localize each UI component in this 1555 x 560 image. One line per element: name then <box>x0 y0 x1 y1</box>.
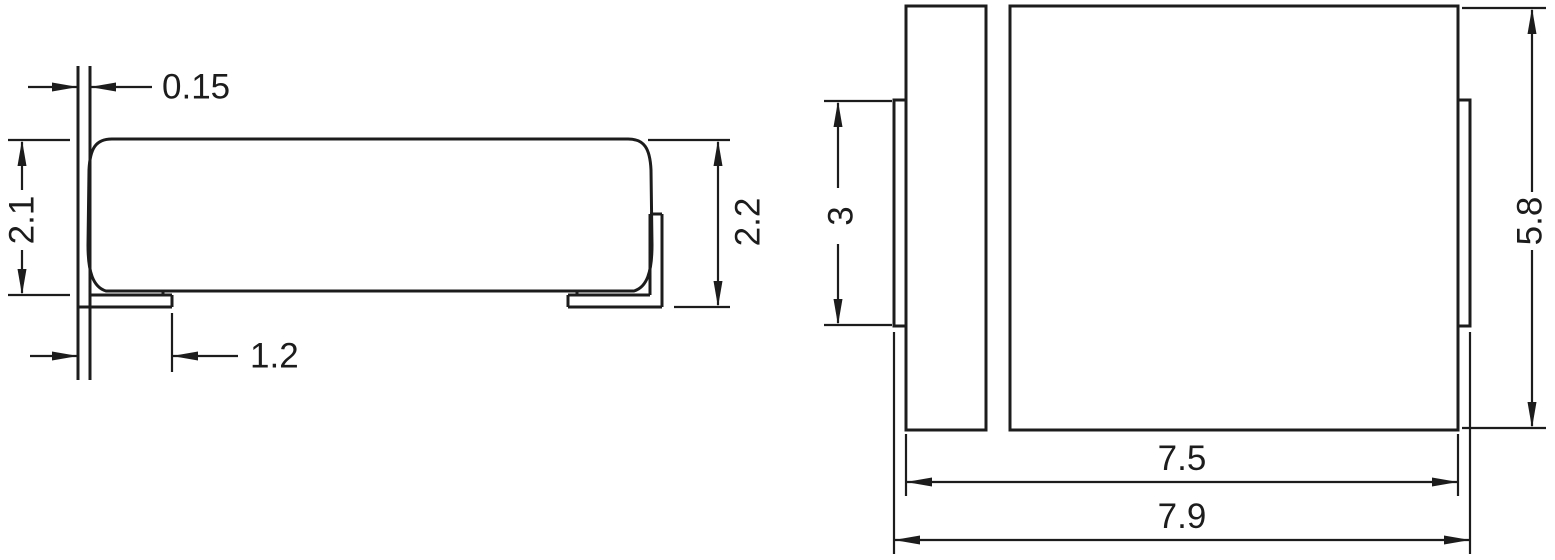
arrowhead-up-icon <box>17 140 27 166</box>
dimension-overall-width: 7.9 <box>892 332 1472 554</box>
arrowhead-down-icon <box>1527 402 1537 428</box>
arrowhead-right-icon <box>1432 477 1458 487</box>
front-view-body <box>1008 4 1460 432</box>
dimension-label: 7.5 <box>1158 439 1207 478</box>
arrowhead-up-icon <box>1527 8 1537 34</box>
side-view-left-terminal <box>76 66 174 380</box>
arrowhead-down-icon <box>17 269 27 295</box>
dimension-label: 3 <box>822 206 861 225</box>
dimension-body-width: 7.5 <box>904 434 1460 496</box>
dimension-label: 1.2 <box>250 337 299 376</box>
dimension-label: 2.1 <box>3 196 42 245</box>
dimension-overall-height-front: 5.8 <box>1462 6 1550 430</box>
arrowhead-down-icon <box>833 299 843 325</box>
arrowhead-right-icon <box>52 351 78 361</box>
arrowhead-left-icon <box>90 82 116 92</box>
arrowhead-right-icon <box>1444 535 1470 545</box>
arrowhead-left-icon <box>172 351 198 361</box>
arrowhead-up-icon <box>833 101 843 127</box>
arrowhead-left-icon <box>894 535 920 545</box>
side-view-right-terminal <box>566 212 664 309</box>
dimension-label: 2.2 <box>729 198 768 247</box>
dimension-label: 7.9 <box>1158 497 1207 536</box>
front-view: 3 5.8 7.5 7.9 <box>822 4 1550 554</box>
dimension-foot-length: 1.2 <box>30 313 299 376</box>
arrowhead-left-icon <box>906 477 932 487</box>
arrowhead-up-icon <box>713 140 723 166</box>
side-view: 0.15 2.1 2.2 1.2 <box>3 66 768 380</box>
arrowhead-down-icon <box>713 281 723 307</box>
dimension-label: 5.8 <box>1511 197 1550 246</box>
front-view-terminal-foot <box>904 4 988 432</box>
dimension-lead-thickness: 0.15 <box>28 68 230 107</box>
side-view-body <box>86 137 654 293</box>
dimension-label: 0.15 <box>162 68 230 107</box>
dimension-body-height: 2.1 <box>3 138 70 297</box>
front-view-left-tab <box>892 98 908 328</box>
dimension-terminal-height: 3 <box>822 99 892 327</box>
front-view-right-tab <box>1456 98 1472 328</box>
dimension-overall-height-side: 2.2 <box>648 138 768 309</box>
arrowhead-right-icon <box>52 82 78 92</box>
